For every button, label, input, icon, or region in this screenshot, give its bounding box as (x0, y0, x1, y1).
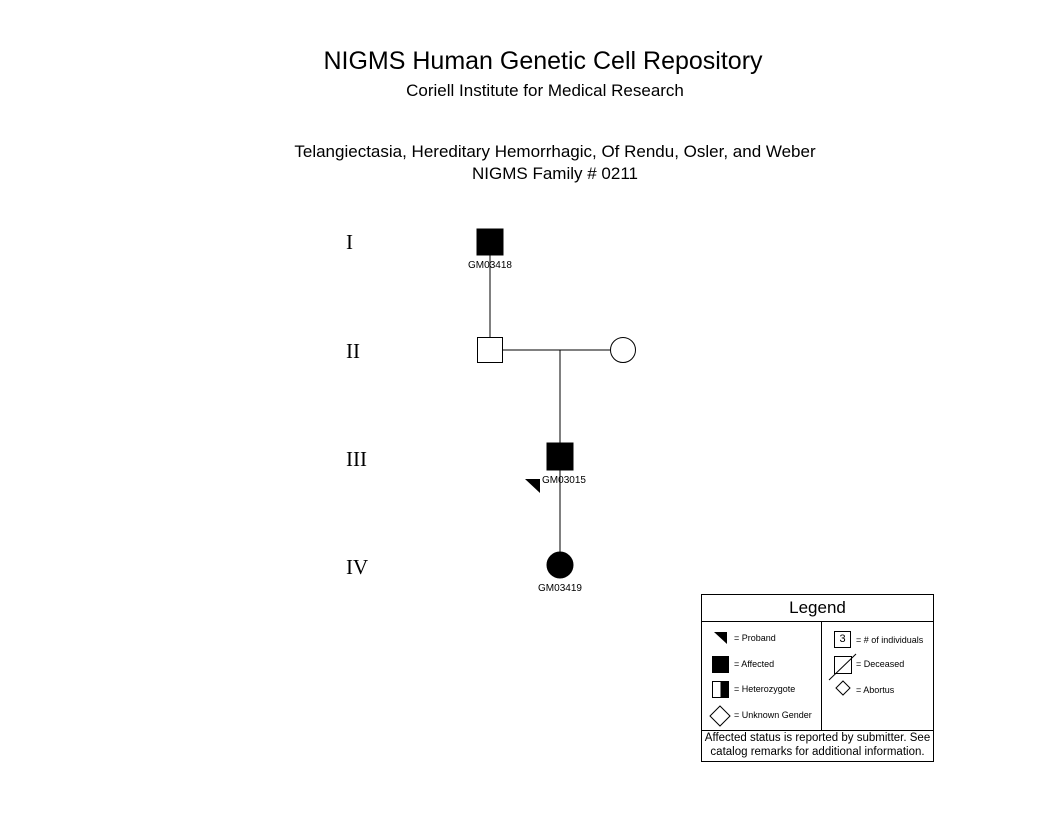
label-gm03419: GM03419 (538, 583, 582, 594)
page-subtitle: Coriell Institute for Medical Research (406, 81, 684, 100)
label-gm03015: GM03015 (542, 475, 586, 486)
unknown-gender-icon (709, 705, 731, 727)
deceased-icon (828, 653, 857, 681)
generation-label-2: II (346, 339, 360, 363)
label-gm03418: GM03418 (468, 260, 512, 271)
affected-icon (712, 656, 729, 673)
legend-note-line-2: catalog remarks for additional informati… (710, 746, 925, 758)
page-title: NIGMS Human Genetic Cell Repository (323, 47, 763, 75)
heterozygote-icon (712, 681, 729, 698)
legend-unknown-gender-label: = Unknown Gender (734, 710, 812, 720)
generation-label-1: I (346, 230, 353, 254)
generation-label-4: IV (346, 555, 369, 579)
abortus-icon (835, 680, 851, 696)
legend-heterozygote-label: = Heterozygote (734, 684, 796, 694)
legend-abortus-label: = Abortus (856, 685, 895, 695)
legend-body: = Proband = Affected = Heterozygote = Un… (702, 621, 933, 731)
legend-note-line-1: Affected status is reported by submitter… (704, 732, 931, 744)
generation-label-3: III (346, 447, 367, 471)
disease-name: Telangiectasia, Hereditary Hemorrhagic, … (294, 142, 816, 161)
individual-iv-1-affected-female (546, 551, 574, 579)
individual-ii-2-female (610, 337, 636, 363)
legend-box: Legend = Proband = Affected = Heterozygo… (701, 594, 934, 762)
legend-proband-label: = Proband (734, 633, 776, 643)
family-number: NIGMS Family # 0211 (472, 164, 638, 183)
proband-icon (714, 632, 727, 644)
legend-deceased-label: = Deceased (856, 659, 905, 669)
legend-note: Affected status is reported by submitter… (702, 731, 933, 759)
legend-affected-label: = Affected (734, 659, 775, 669)
legend-count-label: = # of individuals (856, 635, 924, 645)
individual-ii-1-male (477, 337, 503, 363)
legend-title: Legend (789, 598, 846, 617)
count-icon: 3 (834, 631, 851, 648)
individual-i-1-affected-male (476, 228, 504, 256)
proband-arrow-icon (525, 479, 540, 493)
individual-iii-1-affected-male (546, 442, 574, 471)
legend-divider (821, 622, 822, 730)
